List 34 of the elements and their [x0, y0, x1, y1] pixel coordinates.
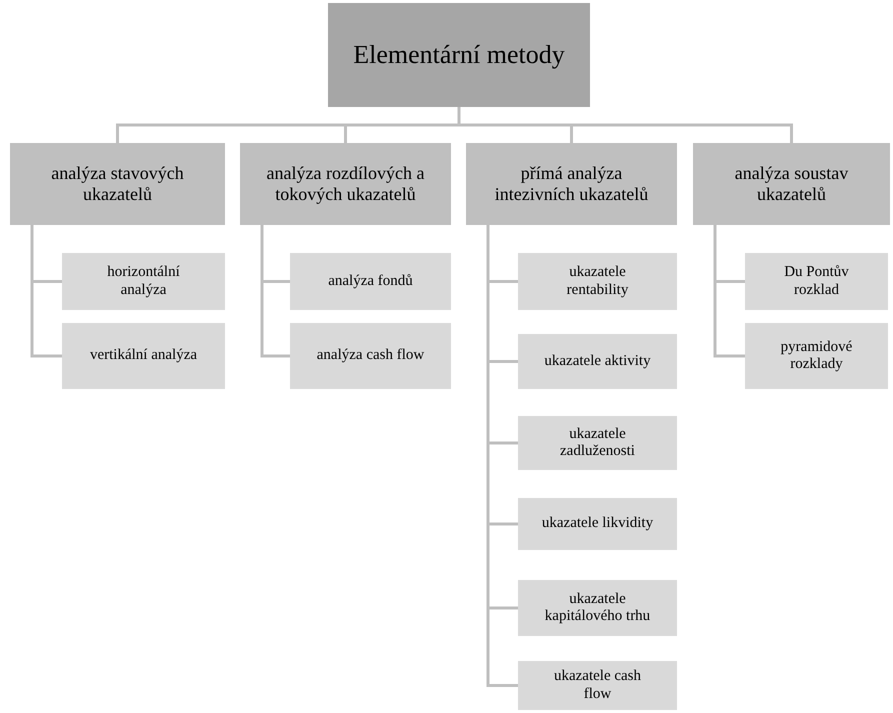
root-box	[328, 3, 590, 107]
box-label: ukazatele cash flow	[552, 668, 642, 703]
method-box	[518, 334, 677, 389]
box-label: analýza soustav ukazatelů	[734, 163, 850, 205]
box-label: horizontální analýza	[106, 264, 181, 299]
method-box	[290, 323, 451, 389]
category-box	[10, 143, 225, 225]
box-label: ukazatele rentability	[566, 264, 630, 299]
box-label: Du Pontův rozklad	[783, 264, 850, 299]
category-box	[240, 143, 451, 225]
box-label: vertikální analýza	[90, 347, 198, 365]
method-box	[62, 323, 225, 389]
category-box	[466, 143, 677, 225]
category-box	[693, 143, 890, 225]
method-box	[290, 253, 451, 310]
method-box	[518, 498, 677, 550]
box-label: ukazatele kapitálového trhu	[544, 590, 652, 626]
method-box	[518, 580, 677, 636]
method-box	[745, 323, 888, 389]
method-box	[745, 253, 888, 310]
method-box	[518, 253, 677, 310]
box-label: přímá analýza intezivních ukazatelů	[494, 163, 650, 205]
box-label: ukazatele aktivity	[544, 352, 651, 370]
box-label: analýza cash flow	[316, 347, 424, 365]
method-box	[62, 253, 225, 310]
box-label: ukazatele zadluženosti	[559, 426, 636, 460]
box-label: analýza rozdílových a tokových ukazatelů	[266, 163, 426, 205]
box-label: analýza stavových ukazatelů	[50, 163, 185, 205]
box-label: pyramidové rozklady	[780, 338, 854, 374]
method-box	[518, 416, 677, 470]
box-label: analýza fondů	[328, 272, 413, 290]
box-label: Elementární metody	[353, 40, 565, 70]
box-label: ukazatele likvidity	[542, 515, 654, 533]
method-box	[518, 661, 677, 710]
